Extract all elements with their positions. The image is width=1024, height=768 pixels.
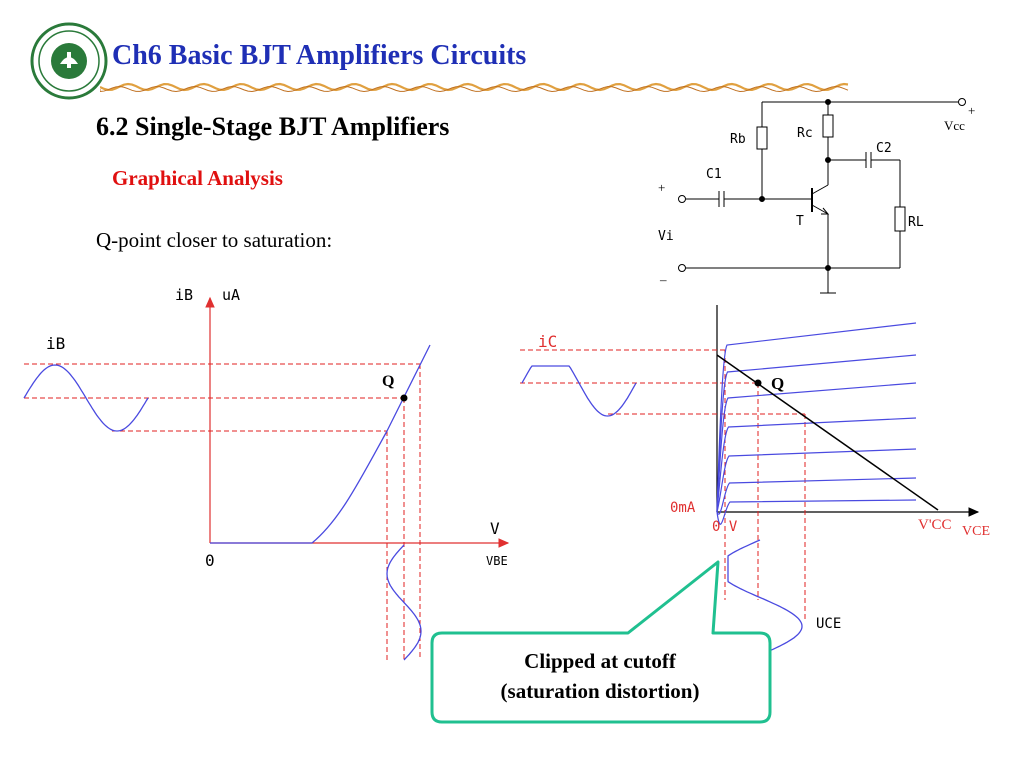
callout-text: Clipped at cutoff (saturation distortion… xyxy=(440,646,760,706)
resistor-rl xyxy=(894,206,906,232)
output-curve xyxy=(716,448,917,513)
q-label-input: Q xyxy=(382,373,394,390)
rl-label: RL xyxy=(908,215,924,230)
uce-wave xyxy=(727,539,803,656)
vcc-plus-label: + xyxy=(968,103,975,118)
rb-label: Rb xyxy=(730,132,746,147)
output-characteristic-curves xyxy=(716,322,917,525)
v-unit-label: V xyxy=(490,519,500,538)
callout-line-2: (saturation distortion) xyxy=(500,679,700,703)
output-curve xyxy=(716,354,917,513)
vi-label: Vi xyxy=(658,229,674,244)
input-characteristic-curve xyxy=(210,344,431,544)
output-characteristic-plot: iC Q 0mA 0 V V'CC VCE UCE xyxy=(520,305,990,656)
section-heading: 6.2 Single-Stage BJT Amplifiers xyxy=(96,112,450,141)
load-line xyxy=(716,354,939,511)
ib-wave xyxy=(23,364,149,432)
vcc-label: Vcc xyxy=(944,118,965,133)
rc-label: Rc xyxy=(797,126,813,141)
output-curve xyxy=(716,382,917,513)
ib-unit-label: uA xyxy=(222,286,240,304)
input-characteristic-plot: iB uA V VBE 0 iB Q xyxy=(23,286,510,661)
ib-axis-label: iB xyxy=(175,286,193,304)
output-curve xyxy=(716,417,917,513)
resistor-rc xyxy=(822,114,834,138)
circuit-labels: Vcc + Rb Rc C2 C1 T RL Vi + – xyxy=(658,103,975,287)
uce-label: UCE xyxy=(816,616,841,632)
body-text: Q-point closer to saturation: xyxy=(96,228,333,252)
q-point-output xyxy=(754,379,762,387)
q-label-output: Q xyxy=(771,374,784,393)
transistor-label: T xyxy=(796,214,804,229)
output-curve xyxy=(716,477,917,515)
output-curve xyxy=(716,499,917,525)
callout-line-1: Clipped at cutoff xyxy=(524,649,676,673)
ic-wave xyxy=(521,365,637,417)
resistor-rb xyxy=(756,126,768,150)
slide-title: Ch6 Basic BJT Amplifiers Circuits xyxy=(112,40,527,71)
q-point-input xyxy=(400,394,408,402)
c1-label: C1 xyxy=(706,167,722,182)
vce-axis-label: VCE xyxy=(962,524,990,539)
vbe-wave xyxy=(386,544,422,661)
callout-box xyxy=(430,560,772,724)
origin-voltage-label: 0 V xyxy=(712,519,738,535)
origin-label: 0 xyxy=(205,551,215,570)
c2-label: C2 xyxy=(876,141,892,156)
input-minus-label: – xyxy=(659,272,667,287)
vcc-prime-label: V'CC xyxy=(918,517,952,533)
input-plus-label: + xyxy=(658,180,665,195)
ib-wave-label: iB xyxy=(46,334,65,353)
amplifier-circuit xyxy=(678,98,966,294)
title-divider xyxy=(100,82,849,93)
ic-wave-label: iC xyxy=(538,332,557,351)
university-logo xyxy=(30,22,108,100)
vbe-axis-label: VBE xyxy=(486,554,508,568)
subsection-heading: Graphical Analysis xyxy=(112,166,283,190)
output-curve xyxy=(716,322,917,513)
origin-current-label: 0mA xyxy=(670,500,696,516)
